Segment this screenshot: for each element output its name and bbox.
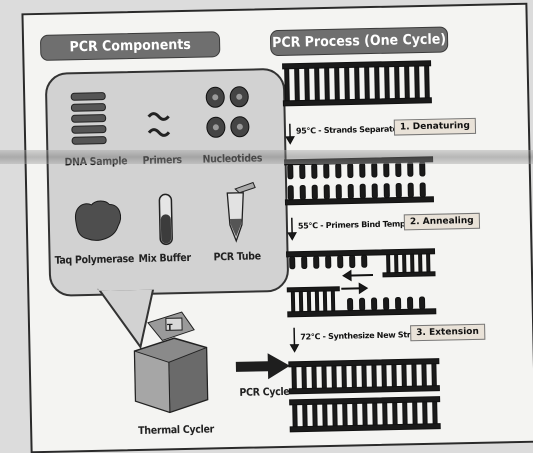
step-3-name-box: 3. Extension — [410, 323, 486, 342]
pcr-diagram-sheet: PCR Components PCR Process (One Cycle) D… — [21, 2, 533, 453]
mix-buffer-tube-icon — [158, 193, 173, 246]
taq-polymerase-icon — [74, 200, 121, 241]
thermal-cycler-label: Thermal Cycler — [138, 423, 215, 437]
taq-polymerase-label: Taq Polymerase — [54, 253, 135, 267]
initial-base-pairs — [284, 65, 430, 102]
pcr-tube-icon — [226, 181, 256, 243]
components-header: PCR Components — [39, 31, 221, 61]
initial-bottom-strand — [282, 97, 432, 107]
mix-buffer-label: Mix Buffer — [138, 251, 191, 265]
bubble-tail — [97, 283, 156, 350]
step-2-name-box: 2. Annealing — [403, 212, 480, 231]
nucleotides-icon — [205, 86, 250, 138]
thermal-cycler-screen: T — [166, 323, 173, 334]
dna-coil-icon — [70, 92, 107, 145]
scan-fold-band — [0, 150, 533, 164]
step-1-name-box: 1. Denaturing — [393, 117, 477, 136]
pcr-cycle-arrow-icon — [235, 353, 290, 380]
primers-icon — [147, 112, 171, 137]
process-header: PCR Process (One Cycle) — [269, 26, 449, 57]
pcr-tube-label: PCR Tube — [213, 250, 261, 264]
thermal-cycler-icon — [133, 311, 209, 414]
pcr-process-strands — [282, 60, 441, 433]
